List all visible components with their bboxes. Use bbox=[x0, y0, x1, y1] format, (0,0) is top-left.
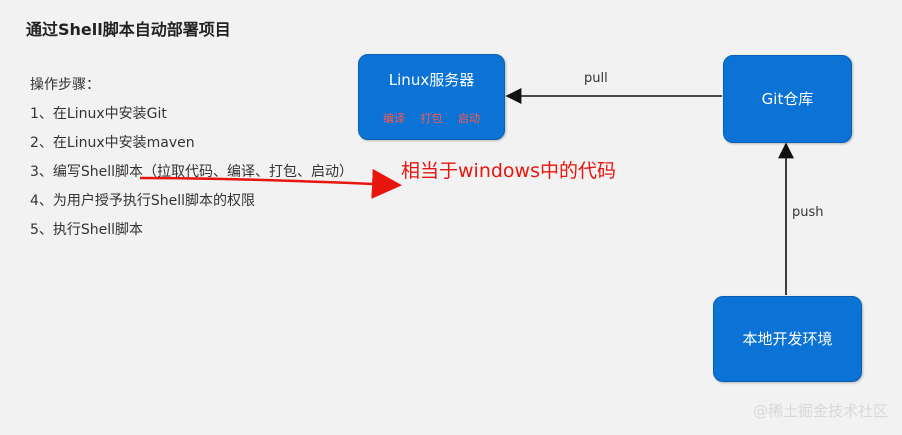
local-dev-label: 本地开发环境 bbox=[742, 330, 833, 348]
sublabel-start: 启动 bbox=[458, 112, 480, 125]
git-repo-label: Git仓库 bbox=[761, 90, 814, 108]
step-item: 2、在Linux中安装maven bbox=[30, 135, 195, 151]
push-label: push bbox=[792, 205, 824, 220]
steps-list: 操作步骤： 1、在Linux中安装Git 2、在Linux中安装maven 3、… bbox=[30, 74, 353, 248]
steps-heading: 操作步骤： bbox=[30, 77, 100, 93]
annotation-arrow bbox=[139, 168, 402, 199]
watermark: @稀土掘金技术社区 bbox=[752, 402, 888, 420]
step-item: 5、执行Shell脚本 bbox=[30, 222, 144, 238]
step-item: 3、编写Shell脚本（拉取代码、编译、打包、启动） bbox=[30, 164, 354, 180]
linux-server-node: Linux服务器 编译 打包 启动 bbox=[358, 54, 505, 140]
local-dev-node: 本地开发环境 bbox=[713, 296, 862, 382]
page-title: 通过Shell脚本自动部署项目 bbox=[26, 20, 231, 39]
sublabel-compile: 编译 bbox=[383, 112, 405, 125]
git-repo-node: Git仓库 bbox=[723, 55, 852, 143]
pull-label: pull bbox=[584, 71, 608, 86]
linux-server-label: Linux服务器 bbox=[388, 71, 475, 89]
step-item: 1、在Linux中安装Git bbox=[30, 106, 167, 122]
linux-server-sublabels: 编译 打包 启动 bbox=[359, 110, 504, 126]
sublabel-package: 打包 bbox=[420, 112, 443, 125]
annotation-text: 相当于windows中的代码 bbox=[401, 160, 616, 182]
step-item: 4、为用户授予执行Shell脚本的权限 bbox=[30, 193, 256, 209]
